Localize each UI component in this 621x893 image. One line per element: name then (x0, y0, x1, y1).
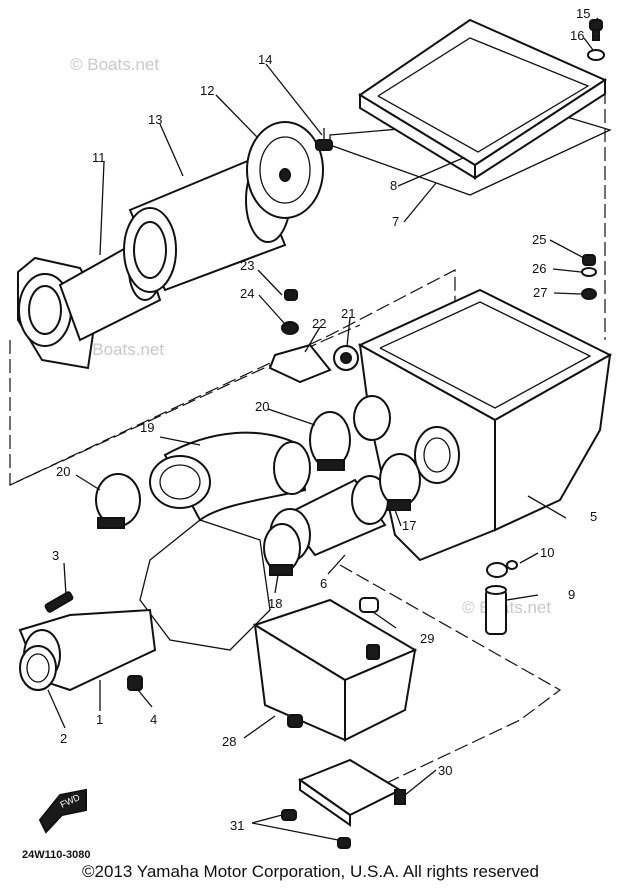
box-screw (581, 254, 597, 300)
callout-2: 2 (60, 731, 67, 746)
callout-12: 12 (200, 83, 214, 98)
callout-27: 27 (533, 285, 547, 300)
callout-4: 4 (150, 712, 157, 727)
hose-clamp-right (309, 411, 351, 471)
callout-6: 6 (320, 576, 327, 591)
callout-25: 25 (532, 232, 546, 247)
callout-5: 5 (590, 509, 597, 524)
assembly-outline-bottom (339, 564, 562, 806)
wing-bolt (315, 128, 333, 151)
watermark-3: © Boats.net (75, 340, 164, 359)
callout-14: 14 (258, 52, 272, 67)
o-ring (19, 645, 57, 691)
carburetor-outline (139, 519, 271, 651)
hose-clip (486, 560, 518, 578)
hose-clamp-left (95, 473, 141, 529)
tank-fitting (359, 597, 380, 660)
bracket-screws (281, 809, 351, 849)
callout-3: 3 (52, 548, 59, 563)
diagram-code: 24W110-3080 (22, 849, 91, 861)
manifold-nut (127, 675, 143, 691)
callout-15: 15 (576, 6, 590, 21)
joint-hose (149, 431, 311, 522)
fwd-arrow-icon: FWD (38, 788, 87, 834)
callout-11: 11 (92, 150, 106, 165)
bracket-bolt (281, 289, 299, 335)
leader-lines (47, 17, 599, 841)
callout-29: 29 (420, 631, 434, 646)
callout-10: 10 (540, 545, 554, 560)
callout-9: 9 (568, 587, 575, 602)
callout-16: 16 (570, 28, 584, 43)
callout-28: 28 (222, 734, 236, 749)
callout-17: 17 (402, 518, 416, 533)
airbox-cover (329, 18, 612, 196)
callout-30: 30 (438, 763, 452, 778)
callout-24: 24 (240, 286, 254, 301)
sub-tank (252, 598, 418, 742)
callout-20a: 20 (56, 464, 70, 479)
callout-18: 18 (268, 596, 282, 611)
callout-7: 7 (392, 214, 399, 229)
cover-screw (587, 19, 605, 61)
bracket (268, 343, 359, 384)
air-box-body (353, 288, 613, 562)
callout-1: 1 (96, 712, 103, 727)
drain-hose (485, 585, 507, 635)
callout-21: 21 (341, 306, 355, 321)
joint-clamp-17 (379, 453, 421, 511)
callout-22: 22 (312, 316, 326, 331)
callout-26: 26 (532, 261, 546, 276)
callout-19: 19 (140, 420, 154, 435)
filter-cap (246, 121, 324, 219)
joint-clamp-18 (263, 523, 301, 576)
watermark-1: © Boats.net (70, 55, 159, 74)
callout-20b: 20 (255, 399, 269, 414)
callout-31: 31 (230, 818, 244, 833)
manifold-bolt (44, 591, 74, 613)
tank-bracket (297, 758, 406, 827)
copyright-notice: ©2013 Yamaha Motor Corporation, U.S.A. A… (82, 862, 539, 881)
callout-23: 23 (240, 258, 254, 273)
callout-13: 13 (148, 112, 162, 127)
callout-8: 8 (390, 178, 397, 193)
